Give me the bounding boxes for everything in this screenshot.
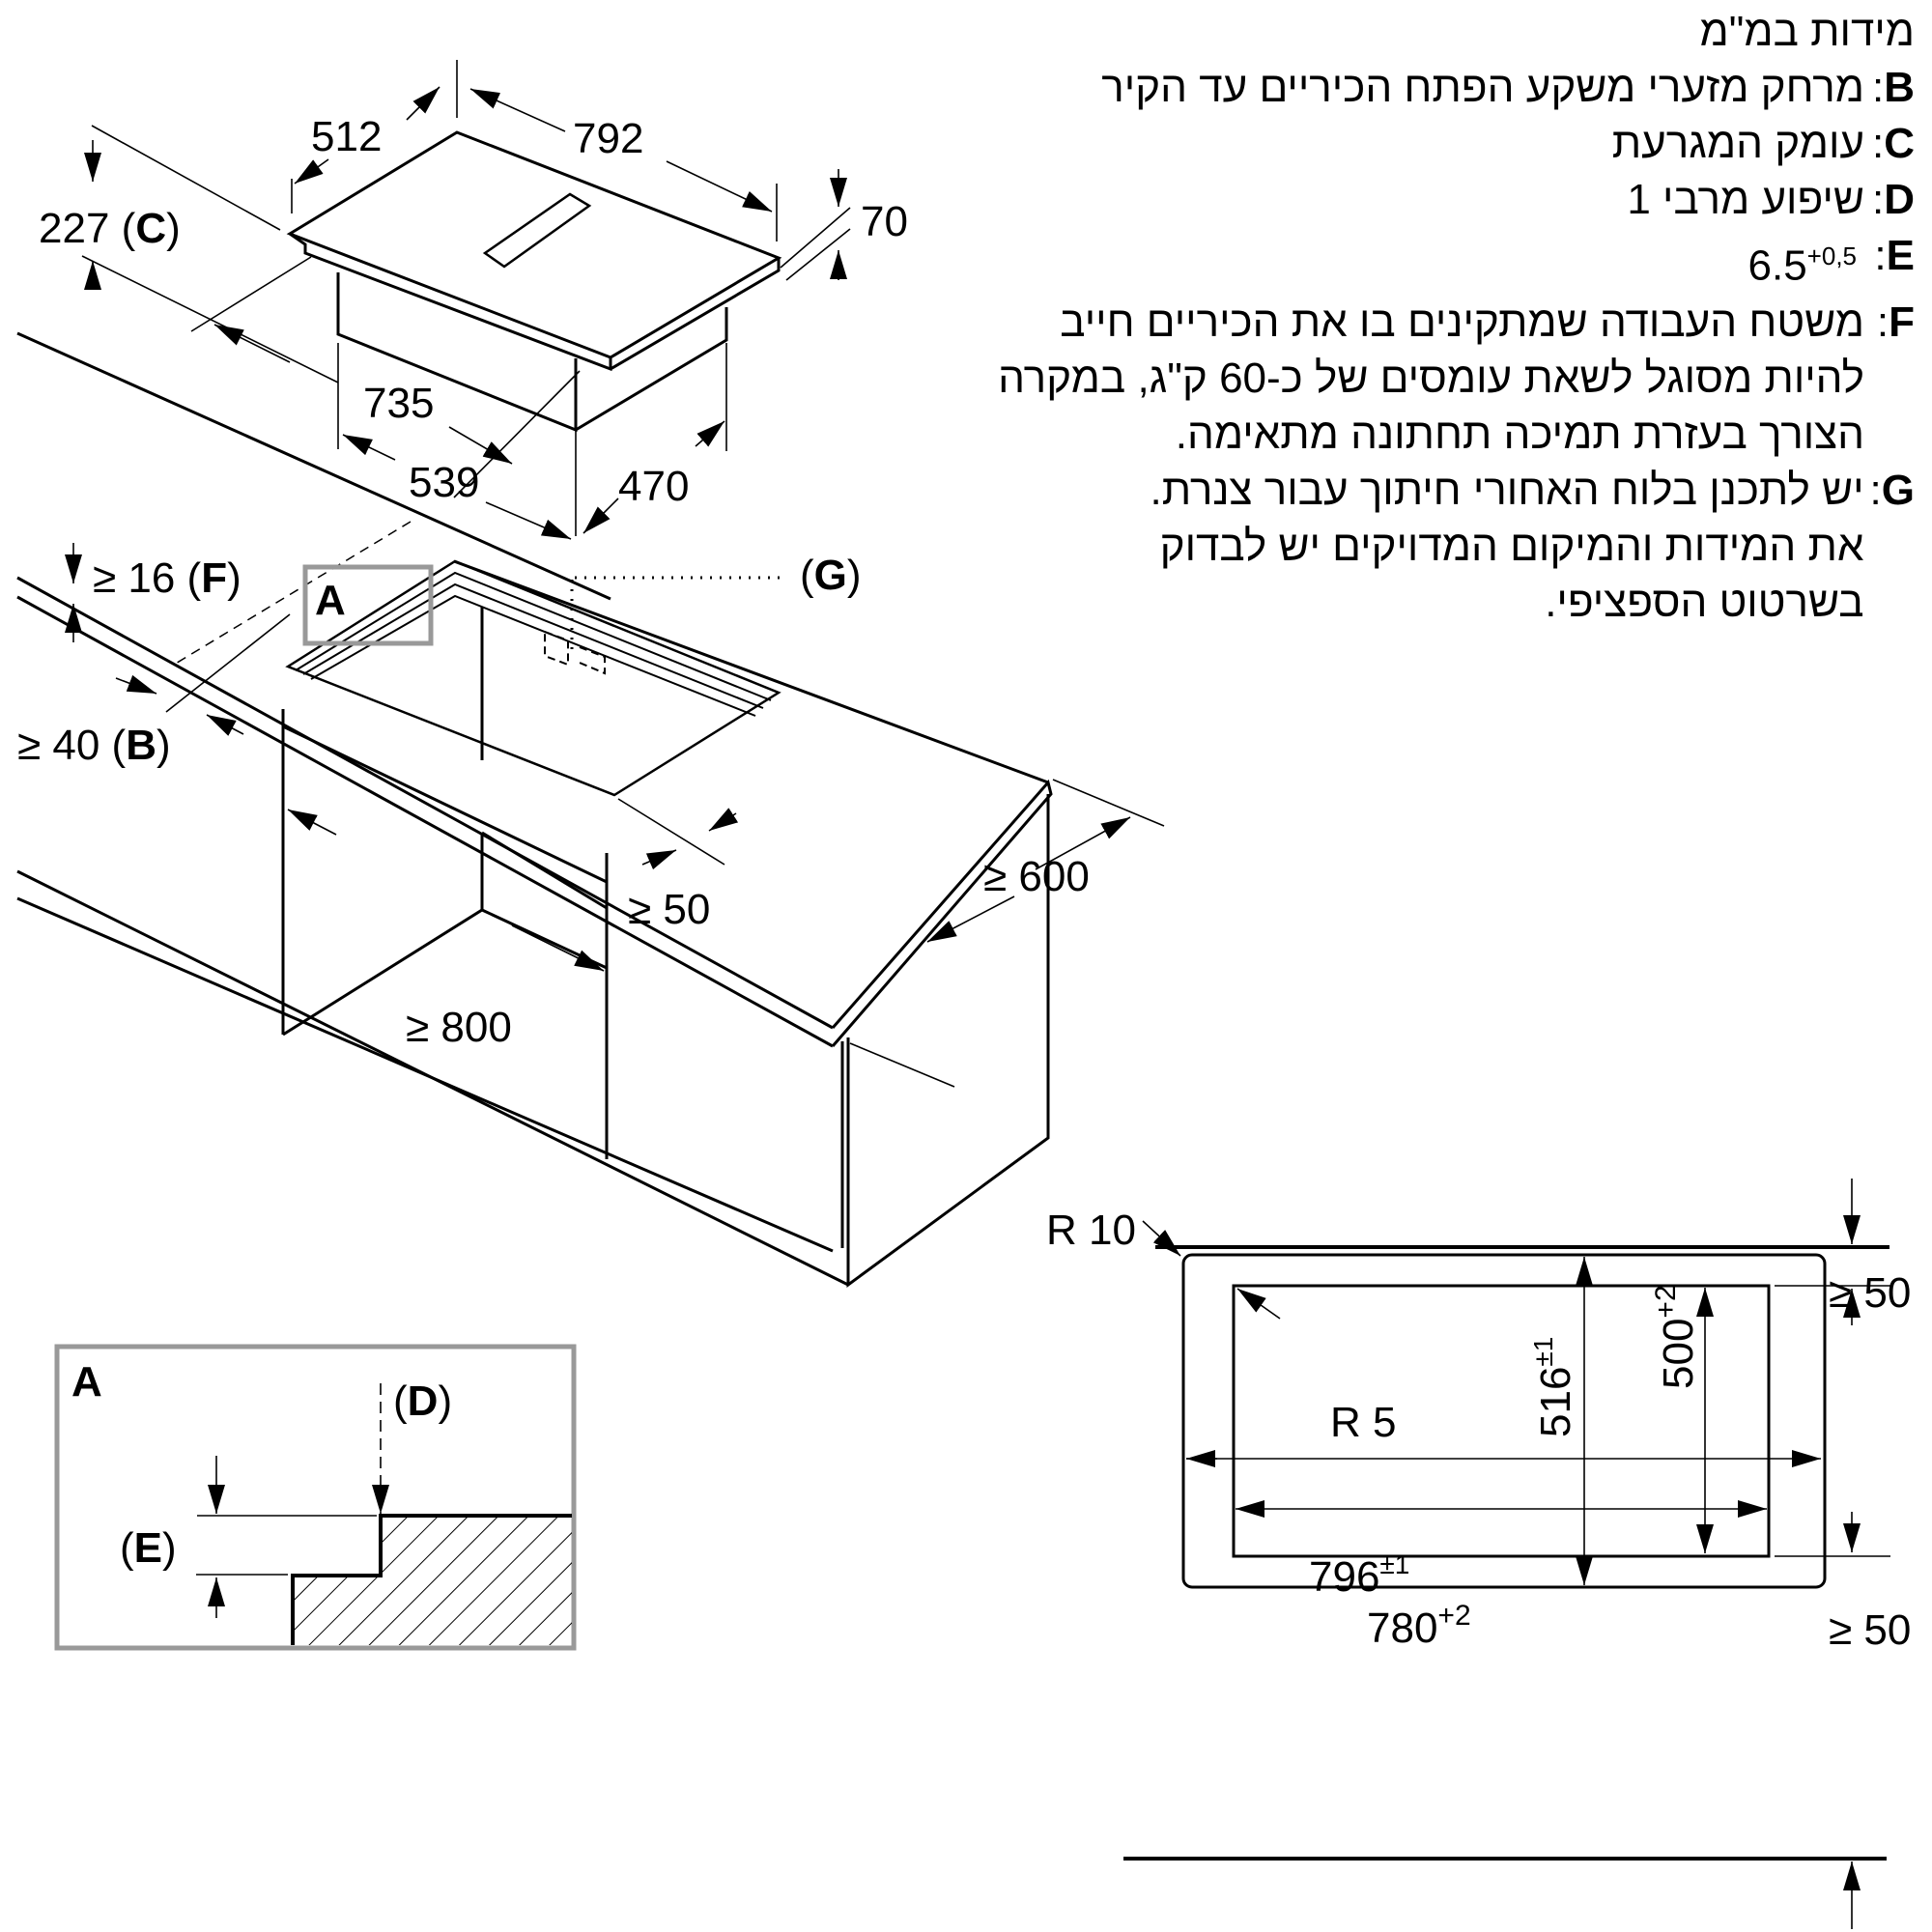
legend-item-f: :F משטח העבודה שמתקינים בו את הכיריים חי…: [852, 295, 1915, 463]
legend-title: מידות במ"מ: [1699, 8, 1916, 55]
cutout-plan: [1123, 1179, 1890, 1929]
label-pipe-g: (G): [800, 552, 862, 599]
legend-item-e: :E 6.5+0,5: [852, 228, 1916, 295]
legend-key: :C: [1871, 120, 1915, 167]
appliance-dimensions: [81, 60, 851, 540]
legend-item-d: :D שיפוע מרבי 1: [852, 172, 1915, 228]
label-cabinet-800: ≥ 800: [406, 1004, 512, 1051]
legend-key: :E: [1874, 232, 1915, 279]
appliance-iso: [286, 130, 782, 433]
legend-item-g: :G יש לתכנן בלוח האחורי חיתוך עבור צנרת.…: [852, 463, 1915, 631]
label-cutout-depth: 227 (C): [39, 205, 181, 252]
legend: מידות במ"מ :B מרחק מזערי משקע הפתח הכירי…: [852, 4, 1915, 631]
detail-a-callout-box: [302, 564, 434, 646]
label-front-margin: ≥ 50: [628, 886, 710, 933]
legend-item-b: :B מרחק מזערי משקע הפתח הכיריים עד הקיר: [852, 60, 1915, 116]
label-body-539: 539: [409, 459, 479, 506]
label-r5: R 5: [1330, 1399, 1396, 1446]
label-r10: R 10: [1046, 1207, 1136, 1254]
label-bottom-margin: ≥ 50: [1829, 1606, 1911, 1654]
label-detail-a: A: [315, 577, 346, 624]
dimension-labels: 512 792 227 (C) 70 735 539 470 ≥ 16 (F) …: [17, 113, 1911, 1654]
label-780: 780+2: [1367, 1600, 1471, 1652]
label-796: 796±1: [1309, 1549, 1409, 1601]
legend-key: :D: [1871, 176, 1915, 223]
label-516: 516±1: [1528, 1337, 1579, 1437]
label-e: (E): [120, 1524, 177, 1572]
label-glass-70: 70: [861, 198, 908, 245]
label-wall-distance: ≥ 40 (B): [17, 722, 171, 769]
detail-a-panel: [54, 1344, 577, 1651]
legend-key: :B: [1871, 64, 1915, 111]
legend-key: :F: [1876, 298, 1915, 346]
label-500: 500+2: [1650, 1285, 1702, 1389]
legend-key: :G: [1869, 466, 1915, 514]
label-worktop-thickness: ≥ 16 (F): [93, 554, 242, 602]
label-top-margin: ≥ 50: [1829, 1269, 1911, 1317]
label-depth-512: 512: [311, 113, 382, 160]
worktop-dimensions: [65, 543, 1165, 1088]
label-body-735: 735: [363, 380, 434, 427]
legend-item-c: :C עומק המגרעת: [852, 116, 1915, 172]
label-body-470: 470: [618, 463, 689, 510]
worktop-iso: [16, 331, 1053, 1288]
label-d: (D): [393, 1378, 452, 1425]
label-depth-600: ≥ 600: [983, 853, 1090, 900]
detail-a-title: A: [71, 1358, 102, 1406]
label-width-792: 792: [573, 115, 643, 162]
